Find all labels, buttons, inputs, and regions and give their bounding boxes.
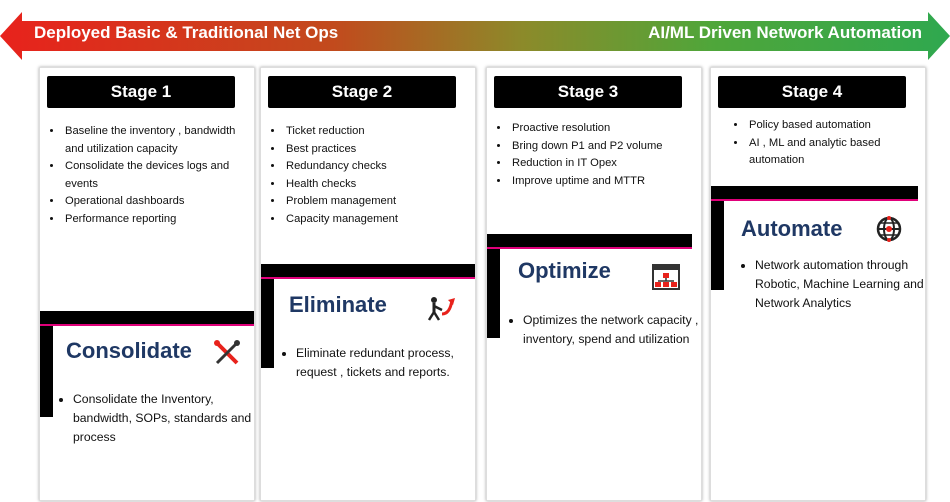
stage-4-description: Network automation through Robotic, Mach… <box>739 256 930 313</box>
list-item: Performance reporting <box>63 211 243 229</box>
stage-3-card: Stage 3 Proactive resolution Bring down … <box>486 67 702 501</box>
stage-1-title: Consolidate <box>66 338 192 363</box>
stage-2-description: Eliminate redundant process, request , t… <box>280 344 476 382</box>
stage-4-bullets: Policy based automation AI , ML and anal… <box>731 117 927 170</box>
stage-1-bullets: Baseline the inventory , bandwidth and u… <box>47 123 243 228</box>
frame-accent <box>261 277 475 279</box>
stage-3-description: Optimizes the network capacity , invento… <box>507 311 708 349</box>
list-item: Improve uptime and MTTR <box>510 173 695 191</box>
stage-2-title: Eliminate <box>289 292 387 317</box>
stage-2-card: Stage 2 Ticket reduction Best practices … <box>260 67 476 501</box>
frame-bar <box>487 234 500 338</box>
frame-accent <box>40 324 254 326</box>
stage-3-bullets: Proactive resolution Bring down P1 and P… <box>494 120 695 190</box>
list-item: Health checks <box>284 176 464 194</box>
stage-1-description: Consolidate the Inventory, bandwidth, SO… <box>57 390 253 447</box>
frame-bar <box>487 234 692 247</box>
dashboard-icon <box>652 264 680 290</box>
stage-3-tab: Stage 3 <box>494 76 682 108</box>
list-item: Best practices <box>284 141 464 159</box>
list-item: Baseline the inventory , bandwidth and u… <box>63 123 243 158</box>
list-item: Policy based automation <box>747 117 927 135</box>
list-item: AI , ML and analytic based automation <box>747 135 927 170</box>
banner-right-label: AI/ML Driven Network Automation <box>648 23 922 42</box>
stage-3-title: Optimize <box>518 258 611 283</box>
stage-1-card: Stage 1 Baseline the inventory , bandwid… <box>39 67 255 501</box>
frame-accent <box>711 199 918 201</box>
frame-bar <box>40 311 254 324</box>
frame-bar <box>711 186 918 199</box>
list-item: Capacity management <box>284 211 464 229</box>
stage-4-tab: Stage 4 <box>718 76 906 108</box>
frame-bar <box>261 264 475 277</box>
list-item: Eliminate redundant process, request , t… <box>296 344 476 382</box>
list-item: Redundancy checks <box>284 158 464 176</box>
stage-4-card: Stage 4 Policy based automation AI , ML … <box>710 67 926 501</box>
list-item: Consolidate the devices logs and events <box>63 158 243 193</box>
list-item: Proactive resolution <box>510 120 695 138</box>
frame-bar <box>711 186 724 290</box>
list-item: Ticket reduction <box>284 123 464 141</box>
list-item: Optimizes the network capacity , invento… <box>523 311 708 349</box>
frame-accent <box>487 247 692 249</box>
frame-bar <box>40 311 53 417</box>
list-item: Consolidate the Inventory, bandwidth, SO… <box>73 390 253 447</box>
list-item: Network automation through Robotic, Mach… <box>755 256 930 313</box>
tools-icon <box>214 340 240 365</box>
list-item: Problem management <box>284 193 464 211</box>
list-item: Reduction in IT Opex <box>510 155 695 173</box>
stage-2-tab: Stage 2 <box>268 76 456 108</box>
eliminate-icon <box>427 297 455 321</box>
globe-network-icon <box>876 216 902 242</box>
list-item: Bring down P1 and P2 volume <box>510 138 695 156</box>
stage-4-title: Automate <box>741 216 843 241</box>
progression-banner: Deployed Basic & Traditional Net Ops AI/… <box>0 0 950 70</box>
double-arrow-banner <box>0 12 950 60</box>
banner-left-label: Deployed Basic & Traditional Net Ops <box>34 23 339 42</box>
stage-2-bullets: Ticket reduction Best practices Redundan… <box>268 123 464 228</box>
frame-bar <box>261 264 274 368</box>
stage-1-tab: Stage 1 <box>47 76 235 108</box>
list-item: Operational dashboards <box>63 193 243 211</box>
